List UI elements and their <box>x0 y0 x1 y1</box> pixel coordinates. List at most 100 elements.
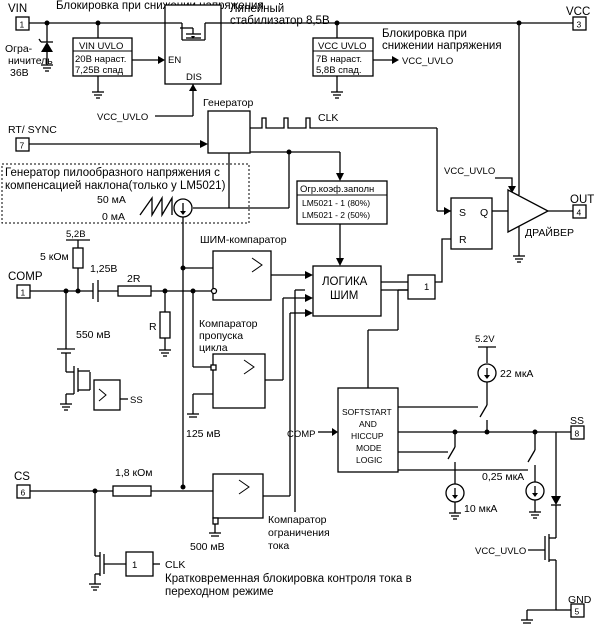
limiter-label-2: ничитель <box>8 55 53 67</box>
pin-vcc-box <box>572 16 587 31</box>
pin-comp-label: COMP <box>8 271 43 283</box>
ramp-gen-label-1: Генератор пилообразного напряжения с <box>5 167 220 179</box>
vcc-uvlo-line-1: 7В нараст. <box>316 54 362 65</box>
pin-out-label: OUT <box>570 194 594 206</box>
pin-vin-label: VIN <box>8 3 27 15</box>
softstart-line-1: SOFTSTART <box>342 407 392 417</box>
lim-comp-label-1: Компаратор <box>268 514 327 526</box>
r2r-label: 2R <box>127 273 141 285</box>
softstart-line-3: HICCUP <box>351 431 384 441</box>
ramp-50ma-label: 50 мА <box>97 194 126 206</box>
vcc-uvlo-desc-2: снижении напряжения <box>382 40 502 52</box>
i025-label: 0,25 мкА <box>482 471 524 483</box>
ramp-sawtooth <box>139 195 173 218</box>
limiter-label-1: Огра- <box>5 43 33 55</box>
pin-rt-sync-num: 7 <box>20 141 25 151</box>
skip-comparator <box>212 353 266 409</box>
driver-vcc-uvlo-label: VCC_UVLO <box>444 166 495 177</box>
linear-reg-label-2: стабилизатор 8,5В <box>230 15 330 27</box>
pin-cs-label: CS <box>14 471 30 483</box>
ss-comparator-box <box>93 379 121 411</box>
skip-comp-label-3: цикла <box>199 342 228 354</box>
pin-rt-sync-label: RT/ SYNC <box>8 124 57 136</box>
duty-limit-title: Огр.коэф.заполн <box>300 184 374 195</box>
resistor-1k8 <box>112 485 152 497</box>
generator-label: Генератор <box>203 97 253 109</box>
pin-gnd-box <box>570 603 585 618</box>
duty-limit-line-1: LM5021 - 1 (80%) <box>302 198 370 208</box>
vin-uvlo-title: VIN UVLO <box>79 41 123 52</box>
v125-label: 1,25В <box>90 263 117 275</box>
vcc-uvlo-block <box>312 37 374 77</box>
logic-label-1: ЛОГИКА <box>322 276 368 288</box>
rr-label: R <box>149 321 157 333</box>
r18k-label: 1,8 кОм <box>115 467 153 479</box>
current-limit-comparator <box>212 473 264 519</box>
resistor-r <box>159 311 171 339</box>
duty-limit-line-2: LM5021 - 2 (50%) <box>302 210 370 220</box>
lim-comp-label-2: ограничения <box>268 527 330 539</box>
driver-amplifier <box>507 188 550 234</box>
resistor-5k <box>72 247 84 269</box>
generator-block <box>207 110 251 154</box>
resistor-2r <box>117 285 152 297</box>
reg-dis-label: DIS <box>186 72 202 83</box>
pwm-comp-label: ШИМ-компаратор <box>200 234 287 246</box>
i22-label: 22 мкА <box>500 368 533 380</box>
vcc-uvlo-out-label: VCC_UVLO <box>402 56 453 67</box>
r5k-label: 5 кОм <box>40 251 69 263</box>
ramp-0ma-label: 0 мА <box>102 211 125 223</box>
clk-pulse-train <box>250 117 437 129</box>
zener-diode-symbol <box>41 42 53 52</box>
gnd-vcc-uvlo-label: VCC_UVLO <box>475 546 526 557</box>
mv550-label: 550 мВ <box>76 329 111 341</box>
i10-label: 10 мкА <box>464 503 497 515</box>
pin-vcc-label: VCC <box>566 6 590 18</box>
vin-uvlo-line-2: 7,25В спад <box>75 65 124 76</box>
clk2-label: CLK <box>165 559 185 571</box>
vin-uvlo-block <box>72 37 133 77</box>
driver-label: ДРАЙВЕР <box>525 226 574 239</box>
ss-diode <box>551 496 561 505</box>
v52-label: 5,2В <box>66 229 86 240</box>
duty-limit-block <box>296 180 388 225</box>
blanking-gate <box>125 551 154 577</box>
pin-comp-num: 1 <box>21 288 26 298</box>
linear-reg-label-1: Линейный <box>230 3 284 15</box>
blanking-one-label: 1 <box>132 560 137 571</box>
pin-gnd-num: 5 <box>575 607 580 617</box>
or-label: 1 <box>424 282 429 293</box>
sr-s-label: S <box>459 207 466 219</box>
pin-out-box <box>572 204 587 219</box>
pin-cs-num: 6 <box>21 488 26 498</box>
lim-comp-label-3: тока <box>268 540 289 552</box>
or-gate <box>407 274 436 300</box>
vcc-uvlo-dis-label: VCC_UVLO <box>97 112 148 123</box>
softstart-line-4: MODE <box>356 443 382 453</box>
pin-ss-label: SS <box>570 415 584 427</box>
softstart-line-5: LOGIC <box>356 455 382 465</box>
mv500-label: 500 мВ <box>190 541 225 553</box>
v52b-label: 5.2V <box>475 334 495 345</box>
softstart-line-2: AND <box>359 419 377 429</box>
limiter-label-3: 36В <box>10 67 29 79</box>
clk-label: CLK <box>318 112 338 124</box>
ramp-gen-label-2: компенсацией наклона(только у LM5021) <box>5 180 226 192</box>
pwm-comparator <box>212 250 272 301</box>
ss-small-label: SS <box>130 395 143 406</box>
mv125-label: 125 мВ <box>186 428 221 440</box>
sr-q-label: Q <box>480 207 488 219</box>
reg-en-label: EN <box>168 55 181 66</box>
pwm-logic-block <box>312 265 382 317</box>
skip-comp-label-2: пропуска <box>199 330 243 342</box>
vin-uvlo-line-1: 20В нараст. <box>75 54 126 65</box>
vcc-uvlo-desc-1: Блокировка при <box>382 28 467 40</box>
ramp-generator-box <box>1 163 250 224</box>
sr-flipflop <box>450 197 493 250</box>
sr-r-label: R <box>459 234 467 246</box>
softstart-logic-block <box>337 387 399 473</box>
pin-vin-num: 1 <box>20 20 25 30</box>
pin-out-num: 4 <box>577 208 582 218</box>
vcc-uvlo-line-2: 5,8В спад. <box>316 65 362 76</box>
